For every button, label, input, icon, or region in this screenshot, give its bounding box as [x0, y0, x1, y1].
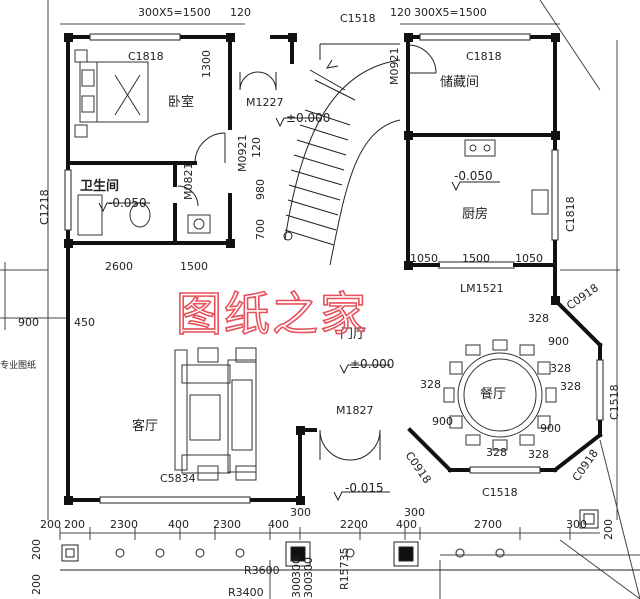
dim-bottom-2700: 2700	[474, 518, 502, 531]
columns	[64, 33, 560, 505]
room-storage: 储藏间	[440, 75, 479, 90]
dim-stair-300-d: 300	[302, 577, 315, 598]
dim-980: 980	[254, 179, 267, 200]
window-code-c1518-bottom: C1518	[482, 486, 518, 499]
dim-stair-300-a: 300	[290, 557, 303, 578]
window-code-c1218: C1218	[38, 189, 51, 225]
dim-stair-300-c: 300	[290, 577, 303, 598]
window-code-c1818-bedroom: C1818	[128, 50, 164, 63]
spiral-staircase	[283, 43, 401, 266]
radius-r3400: R3400	[228, 586, 264, 599]
dim-side-200-c: 200	[602, 519, 615, 540]
dim-bottom-200-a: 200	[40, 518, 61, 531]
door-code-m1227: M1227	[246, 96, 284, 109]
room-kitchen: 厨房	[462, 206, 488, 222]
level-bath: -0.050	[108, 196, 147, 210]
dim-stair-300-b: 300	[302, 557, 315, 578]
dim-700: 700	[254, 219, 267, 240]
window-code-c1518-right: C1518	[608, 384, 621, 420]
door-code-lm1521: LM1521	[460, 282, 504, 295]
room-hall: 门厅	[340, 327, 366, 342]
dim-bottom-2300-b: 2300	[213, 518, 241, 531]
dim-top-120b: 120	[390, 6, 411, 19]
porch-columns	[60, 509, 640, 571]
door-code-m0921-a: M0921	[236, 135, 249, 173]
dim-450: 450	[74, 316, 95, 329]
dim-top-120a: 120	[230, 6, 251, 19]
room-living: 客厅	[132, 418, 158, 434]
dim-side-200-b: 200	[30, 574, 43, 595]
dim-bottom-400-c: 400	[396, 518, 417, 531]
sofa-set	[174, 347, 257, 481]
dim-bottom-2200: 2200	[340, 518, 368, 531]
dim-dining-328-a: 328	[528, 312, 549, 325]
dim-bottom-300-b: 300	[404, 506, 425, 519]
radius-r3600: R3600	[244, 564, 280, 577]
bed	[74, 49, 149, 138]
dim-dining-328-d: 328	[560, 380, 581, 393]
dim-bottom-400-a: 400	[168, 518, 189, 531]
dim-1500-kitchen: 1500	[462, 252, 490, 265]
dim-1500-living: 1500	[180, 260, 208, 273]
window-code-c1518-top: C1518	[340, 12, 376, 25]
dim-120: 120	[250, 137, 263, 158]
level-porch: -0.015	[345, 481, 384, 495]
dining-table	[443, 339, 557, 451]
level-markers	[98, 117, 500, 502]
dim-dining-900-c: 900	[540, 422, 561, 435]
dim-top-right: 300X5=1500	[414, 6, 487, 19]
window-code-c5834: C5834	[160, 472, 196, 485]
dim-dining-900-b: 900	[432, 415, 453, 428]
dim-dining-328-c: 328	[420, 378, 441, 391]
door-code-m0921-b: M0921	[388, 48, 401, 86]
dim-side-200-a: 200	[30, 539, 43, 560]
radius-r15735: R15735	[338, 547, 351, 590]
doors	[177, 44, 515, 461]
window-code-c1818-kitchen: C1818	[564, 196, 577, 232]
dim-bottom-200-b: 200	[64, 518, 85, 531]
level-stair: ±0.000	[286, 111, 330, 125]
window-code-c0918-a: C0918	[564, 281, 601, 312]
dim-dining-328-e: 328	[486, 446, 507, 459]
door-code-m1827: M1827	[336, 404, 374, 417]
level-hall: ±0.000	[350, 357, 394, 371]
level-kitchen: -0.050	[454, 169, 493, 183]
watermark-text: 图纸之家	[176, 287, 368, 341]
dim-dining-328-b: 328	[550, 362, 571, 375]
window-code-c0918-c: C0918	[403, 449, 434, 486]
window-code-c1818-storage: C1818	[466, 50, 502, 63]
dim-bottom-300-c: 300	[566, 518, 587, 531]
dim-900-left: 900	[18, 316, 39, 329]
dim-dining-900-a: 900	[548, 335, 569, 348]
dim-2600: 2600	[105, 260, 133, 273]
kitchen-fixtures	[464, 139, 549, 215]
windows	[64, 33, 604, 504]
dim-bottom-400-b: 400	[268, 518, 289, 531]
door-code-m0821: M0821	[182, 163, 195, 201]
dim-1300: 1300	[200, 50, 213, 78]
room-bedroom: 卧室	[168, 94, 194, 110]
room-dining: 餐厅	[480, 386, 506, 402]
dim-1050-b: 1050	[515, 252, 543, 265]
dim-bottom-300-a: 300	[290, 506, 311, 519]
dim-dining-328-f: 328	[528, 448, 549, 461]
dim-1050-a: 1050	[410, 252, 438, 265]
side-note: 专业图纸	[0, 359, 36, 371]
room-bathroom: 卫生间	[80, 178, 119, 194]
dim-bottom-2300-a: 2300	[110, 518, 138, 531]
dim-top-left: 300X5=1500	[138, 6, 211, 19]
